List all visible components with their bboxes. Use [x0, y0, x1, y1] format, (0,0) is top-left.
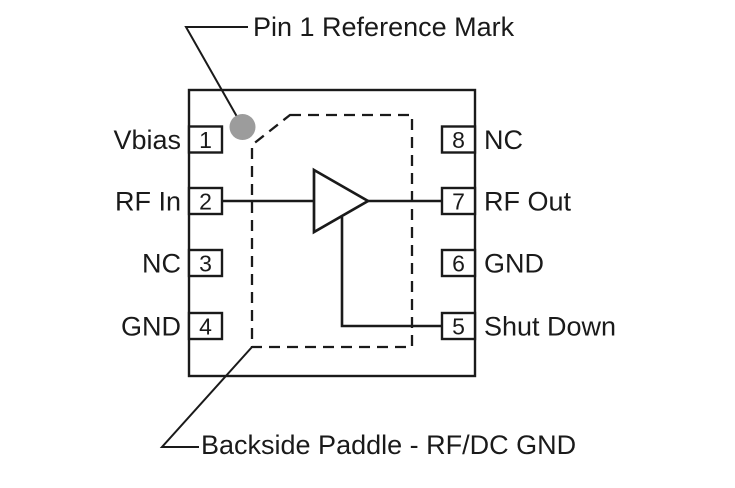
- pin1-annotation-leader-line: [184, 26, 248, 123]
- pin-label-shut-down: Shut Down: [484, 312, 616, 342]
- pin1-reference-dot: [229, 114, 256, 140]
- pin-box-4: [187, 311, 224, 341]
- pin-label-gnd-left: GND: [121, 312, 181, 342]
- pin-number-7: 7: [452, 189, 465, 215]
- pin-boxes-right: [440, 125, 477, 341]
- pin-number-3: 3: [199, 251, 212, 277]
- pin-number-6: 6: [452, 251, 465, 277]
- pin-number-5: 5: [452, 314, 465, 340]
- pin-box-2: [187, 186, 224, 216]
- pin-box-3: [187, 248, 224, 278]
- pin-box-1: [187, 125, 224, 154]
- pin-number-2: 2: [199, 189, 212, 215]
- pin-box-5: [440, 311, 477, 341]
- pin-label-vbias: Vbias: [113, 125, 181, 155]
- backside-paddle-dashed-outline: [250, 113, 414, 349]
- pin-number-1: 1: [199, 127, 212, 153]
- shutdown-trace: [340, 217, 443, 328]
- pin-label-rf-out: RF Out: [484, 187, 572, 217]
- pin-boxes-left: [187, 125, 224, 341]
- pin-number-8: 8: [452, 127, 465, 153]
- pin-label-nc-right: NC: [484, 125, 523, 155]
- backside-paddle-annotation: Backside Paddle - RF/DC GND: [201, 430, 576, 460]
- paddle-annotation-leader-line: [159, 346, 253, 448]
- pin-box-6: [440, 248, 477, 278]
- pin-number-4: 4: [199, 314, 212, 340]
- pin-box-8: [440, 125, 477, 154]
- pin1-reference-annotation: Pin 1 Reference Mark: [253, 12, 515, 42]
- amplifier-triangle-icon: [312, 167, 371, 235]
- pin-label-nc-left: NC: [142, 249, 181, 279]
- pin-label-gnd-right: GND: [484, 249, 544, 279]
- pin-box-7: [440, 186, 477, 216]
- pin-label-rf-in: RF In: [115, 187, 181, 217]
